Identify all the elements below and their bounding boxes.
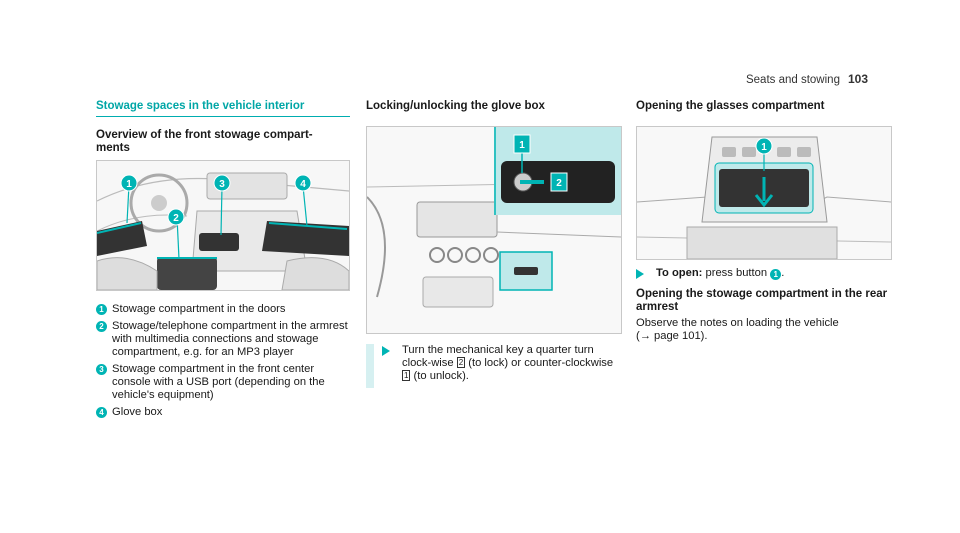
svg-text:4: 4 bbox=[300, 179, 306, 190]
key-position-2: 2 bbox=[456, 357, 466, 368]
glove-box-figure: 1 2 bbox=[366, 126, 622, 334]
column-glasses-compartment: Opening the glasses compartment bbox=[636, 100, 892, 113]
chapter-title: Seats and stowing bbox=[745, 74, 840, 86]
glasses-subtitle: Opening the glasses compartment bbox=[636, 100, 825, 112]
button-callout: 1 bbox=[770, 269, 782, 280]
glove-box-step: Turn the mechanical key a quarter turn c… bbox=[382, 344, 620, 383]
step-arrow-icon bbox=[382, 346, 390, 356]
glasses-compartment-figure: 1 bbox=[636, 126, 892, 260]
step-arrow-icon bbox=[636, 269, 644, 279]
rear-armrest-note: Observe the notes on loading the vehicle… bbox=[636, 317, 892, 343]
page-header: Seats and stowing 103 bbox=[746, 72, 868, 86]
rear-armrest-subtitle: Opening the stowage compartment in the r… bbox=[636, 288, 888, 313]
page-number: 103 bbox=[847, 72, 868, 86]
svg-text:2: 2 bbox=[173, 213, 179, 224]
key-position-1: 1 bbox=[402, 370, 411, 381]
step-highlight-bar bbox=[366, 344, 374, 388]
svg-text:1: 1 bbox=[126, 179, 132, 190]
section-title: Stowage spaces in the vehicle interior bbox=[96, 100, 350, 117]
page-reference-link[interactable]: (→ page 101). bbox=[636, 330, 708, 342]
callout-label-glasses: 1 bbox=[761, 142, 767, 153]
callout-label-2: 2 bbox=[556, 178, 562, 189]
svg-text:3: 3 bbox=[219, 179, 225, 190]
column-glove-box: Locking/unlocking the glove box bbox=[366, 100, 620, 113]
interior-overview-figure: 1 2 3 4 bbox=[96, 160, 350, 291]
glasses-open-step: To open: press button 1. bbox=[636, 267, 892, 280]
callout-label-1: 1 bbox=[519, 140, 525, 151]
column-stowage-overview: Stowage spaces in the vehicle interior O… bbox=[96, 100, 350, 155]
overview-subtitle: Overview of the front stowage compart- m… bbox=[96, 129, 313, 154]
glove-box-subtitle: Locking/unlocking the glove box bbox=[366, 100, 545, 112]
